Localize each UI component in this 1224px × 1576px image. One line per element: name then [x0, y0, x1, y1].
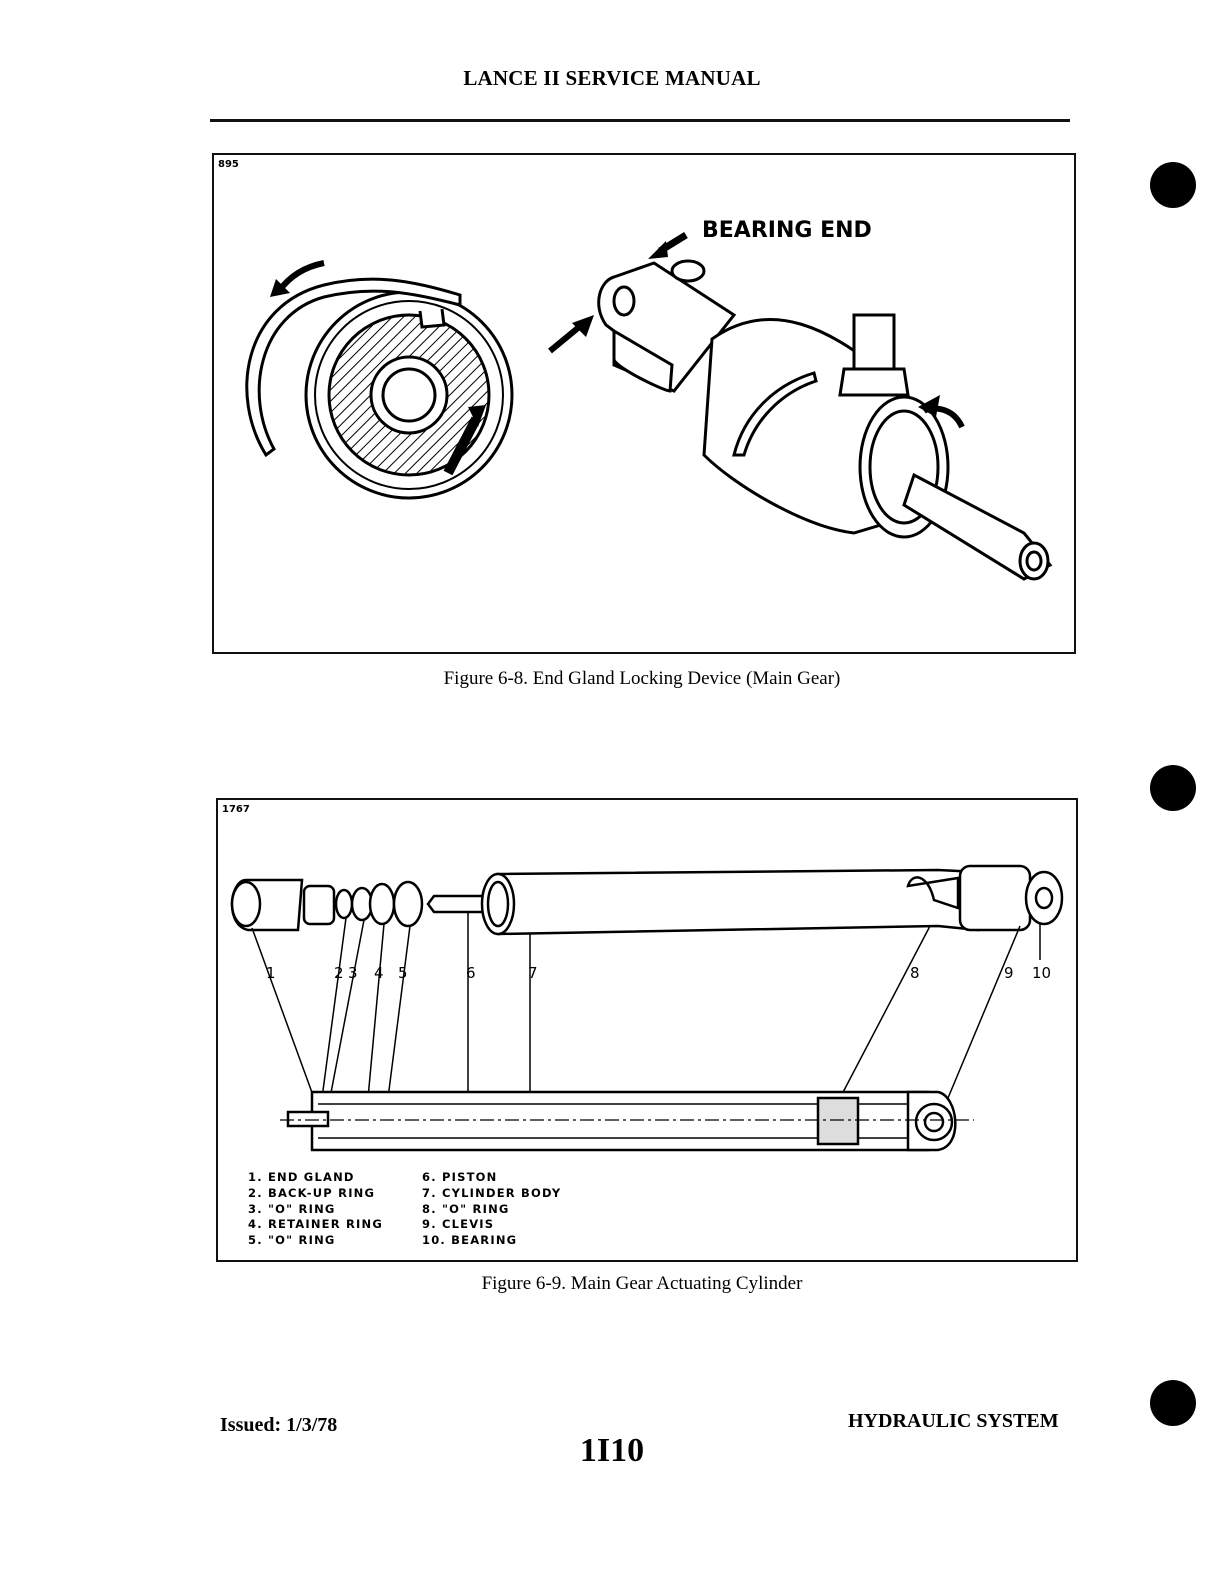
figure-6-8-frame: 895 BEARING END	[212, 153, 1076, 654]
page-header-title: LANCE II SERVICE MANUAL	[463, 66, 761, 90]
legend-right: 6. PISTON 7. CYLINDER BODY 8. "O" RING 9…	[422, 1170, 561, 1249]
footer-section-title: HYDRAULIC SYSTEM	[848, 1410, 1059, 1432]
header-rule	[210, 119, 1070, 122]
binder-hole-middle	[1150, 765, 1196, 811]
actuating-cylinder-view	[597, 259, 1053, 581]
legend-item-8: 8. "O" RING	[422, 1201, 510, 1216]
legend-item-3: 3. "O" RING	[248, 1201, 336, 1216]
callout-numbers: 1 2 3 4 5 6 7 8 9 10	[266, 964, 1051, 982]
callout-5: 5	[398, 964, 408, 982]
figure-6-9-number: 1767	[222, 804, 250, 815]
binder-hole-top	[1150, 162, 1196, 208]
callout-10: 10	[1032, 964, 1051, 982]
legend-left: 1. END GLAND 2. BACK-UP RING 3. "O" RING…	[248, 1170, 383, 1249]
figure-6-9-illustration: 1 2 3 4 5 6 7 8 9 10	[230, 864, 1064, 1152]
legend-item-7: 7. CYLINDER BODY	[422, 1185, 562, 1200]
legend-item-1: 1. END GLAND	[248, 1170, 355, 1184]
cylinder-cross-section	[286, 1090, 957, 1152]
footer-issued-date: Issued: 1/3/78	[220, 1414, 338, 1436]
bearing-end-label: BEARING END	[702, 218, 872, 243]
legend-item-10: 10. BEARING	[422, 1233, 518, 1248]
legend-item-4: 4. RETAINER RING	[248, 1217, 383, 1232]
figure-6-8-illustration: BEARING END	[245, 218, 1053, 581]
legend-item-9: 9. CLEVIS	[422, 1217, 495, 1232]
exploded-parts	[230, 864, 1064, 936]
legend-item-5: 5. "O" RING	[248, 1233, 336, 1248]
callout-1: 1	[266, 964, 276, 982]
locking-wire	[245, 277, 462, 458]
binder-hole-bottom	[1150, 1380, 1196, 1426]
figure-6-8-caption: Figure 6-8. End Gland Locking Device (Ma…	[443, 668, 841, 689]
legend-item-2: 2. BACK-UP RING	[248, 1185, 376, 1200]
figure-6-9-frame: 1767 1 2 3 4 5	[216, 798, 1078, 1262]
figure-6-8-number: 895	[218, 159, 239, 170]
callout-9: 9	[1004, 964, 1014, 982]
legend-item-6: 6. PISTON	[422, 1170, 498, 1184]
callout-3: 3	[348, 964, 358, 982]
callout-7: 7	[528, 964, 538, 982]
callout-8: 8	[910, 964, 920, 982]
leader-lines	[251, 912, 1041, 1099]
figure-6-9-caption: Figure 6-9. Main Gear Actuating Cylinder	[481, 1273, 803, 1294]
bearing-end-arrow	[648, 241, 668, 259]
footer-page-number: 1I10	[579, 1432, 645, 1469]
end-gland-view	[304, 290, 514, 500]
callout-6: 6	[466, 964, 476, 982]
